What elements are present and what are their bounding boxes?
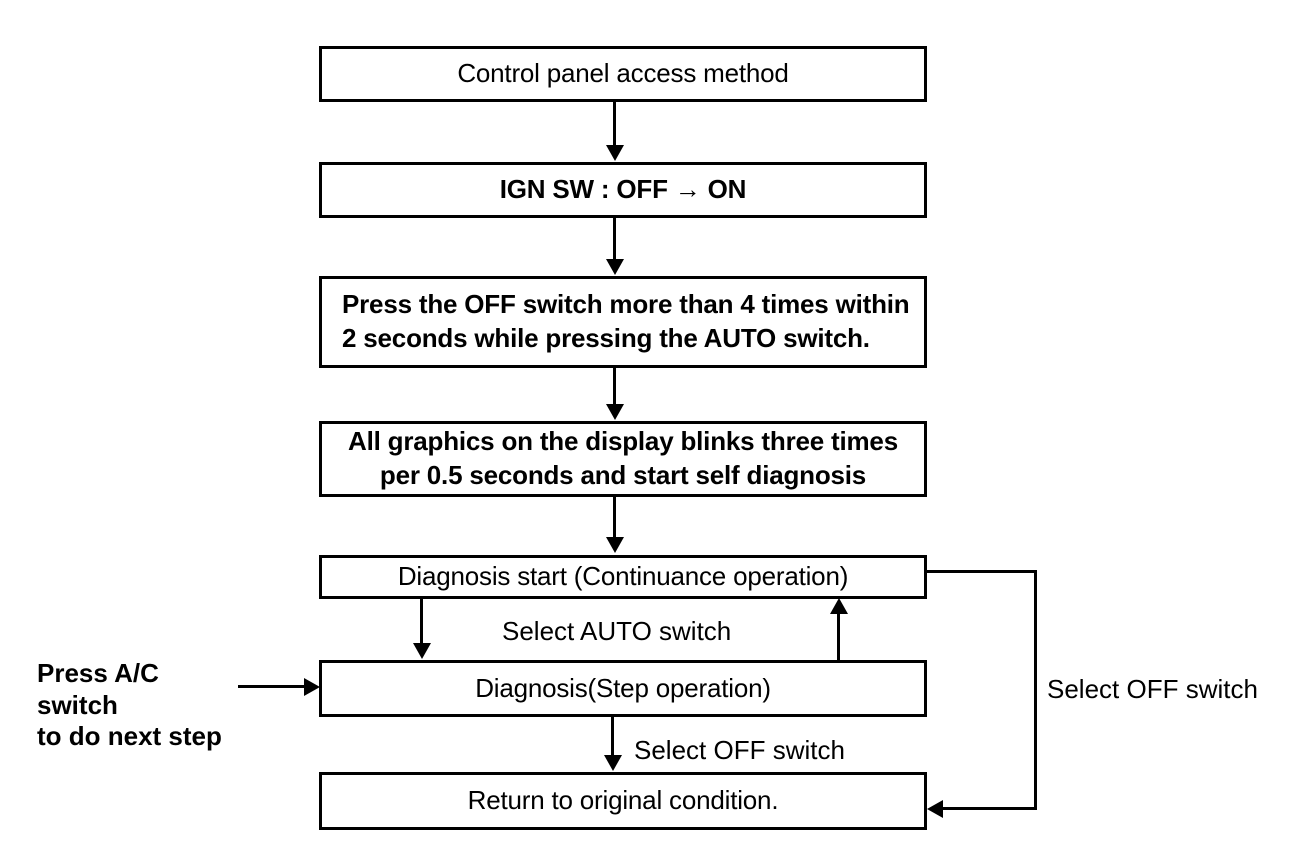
connector-n4-n5-arrowhead [606,537,624,553]
edge-label-select-off-switch-step: Select OFF switch [634,735,845,765]
connector-n6-n7-arrowhead [604,755,622,771]
connector-n2-n3-line [613,218,616,261]
connector-n3-n4-line [613,368,616,406]
connector-n1-n2-arrowhead [606,145,624,161]
node-ign-sw-off-on[interactable]: IGN SW : OFF → ON [319,162,927,218]
connector-n5-n7-right-segment [1034,570,1037,810]
node-diagnosis-step-operation[interactable]: Diagnosis(Step operation) [319,660,927,717]
connector-n3-n4-arrowhead [606,404,624,420]
edge-label-press-ac-switch: Press A/C switch to do next step [37,658,222,752]
connector-n6-n7-line [611,717,614,757]
connector-n2-n3-arrowhead [606,259,624,275]
node-label: Diagnosis(Step operation) [475,672,771,703]
node-label: Press the OFF switch more than 4 times w… [342,289,910,353]
connector-n1-n2-line [613,102,616,147]
connector-n6-n5-arrowhead [830,598,848,614]
node-label: Diagnosis start (Continuance operation) [397,561,849,592]
connector-n6-n5-line [837,613,840,661]
connector-press-ac-line [238,685,308,688]
node-label: Control panel access method [457,58,789,89]
node-diagnosis-start-continuance[interactable]: Diagnosis start (Continuance operation) [319,555,927,599]
node-control-panel-access-method[interactable]: Control panel access method [319,46,927,102]
connector-press-ac-arrowhead [304,678,320,696]
connector-n5-n7-top-segment [927,570,1037,573]
connector-n5-n6-arrowhead [413,643,431,659]
node-label: IGN SW : OFF → ON [499,174,747,205]
node-return-to-original-condition[interactable]: Return to original condition. [319,772,927,830]
connector-n5-n7-arrowhead [927,800,943,818]
connector-n4-n5-line [613,497,616,539]
node-label: Return to original condition. [467,785,779,816]
edge-label-select-auto-switch: Select AUTO switch [502,616,732,646]
connector-n5-n6-line [420,599,423,645]
node-press-off-switch-instruction[interactable]: Press the OFF switch more than 4 times w… [319,276,927,368]
node-label: All graphics on the display blinks three… [348,426,898,490]
edge-label-select-off-switch-right: Select OFF switch [1047,674,1258,704]
node-all-graphics-blink[interactable]: All graphics on the display blinks three… [319,421,927,497]
connector-n5-n7-bottom-segment [942,807,1037,810]
